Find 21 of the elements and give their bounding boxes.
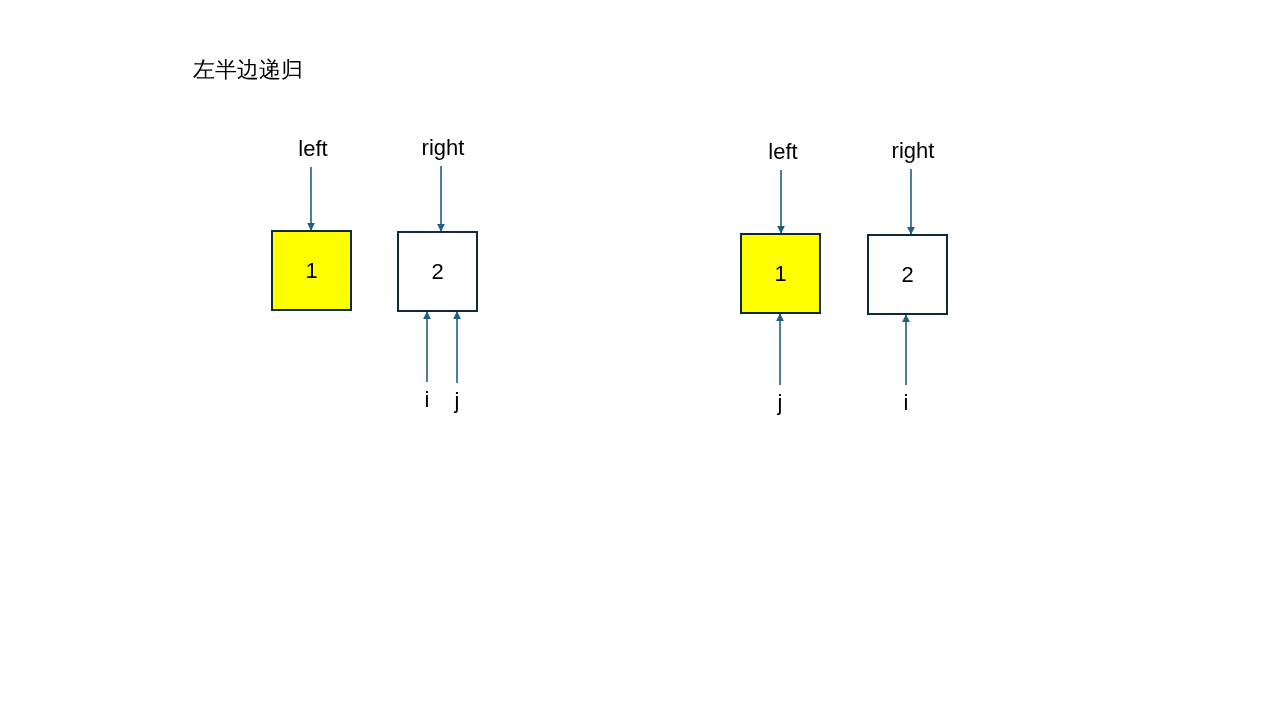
title: 左半边递归 [193, 56, 303, 84]
pointer-label: j [454, 388, 460, 414]
arrow [423, 311, 431, 383]
pointer-label: right [421, 135, 465, 161]
array-cell: 1 [740, 233, 821, 314]
arrow [437, 165, 445, 232]
arrow [777, 169, 785, 234]
pointer-label: right [891, 138, 935, 164]
pointer-label: i [903, 390, 909, 416]
array-cell: 2 [397, 231, 478, 312]
array-cell: 1 [271, 230, 352, 311]
pointer-label: j [777, 390, 783, 416]
array-cell: 2 [867, 234, 948, 315]
arrow [453, 311, 461, 384]
pointer-label: left [768, 139, 798, 165]
arrow [776, 313, 784, 386]
pointer-label: i [424, 387, 430, 413]
arrow [307, 166, 315, 231]
pointer-label: left [298, 136, 328, 162]
arrow [907, 168, 915, 235]
arrow [902, 314, 910, 386]
